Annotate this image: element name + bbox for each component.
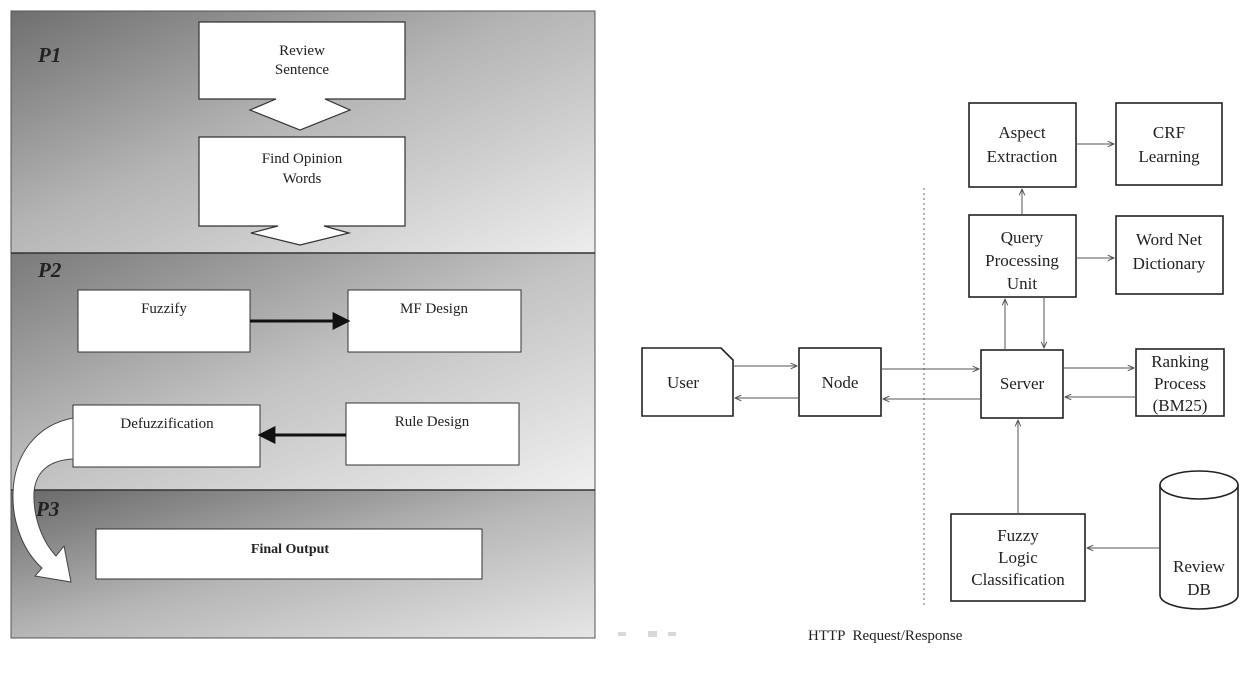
rule-design-label: Rule Design (395, 414, 470, 430)
final-output-box (95, 528, 483, 580)
curved-block-arrow (12, 417, 74, 583)
fuzzify-label: Fuzzify (141, 301, 187, 317)
ranking-line2: Process (1154, 374, 1206, 393)
ranking-line1: Ranking (1151, 352, 1209, 371)
fuzzy-line3: Classification (971, 570, 1065, 589)
mf-design-box (347, 289, 522, 353)
find-opinion-line2: Words (283, 171, 322, 187)
query-line2: Processing (985, 251, 1059, 270)
http-caption: HTTP Request/Response (808, 628, 963, 644)
crf-line1: CRF (1153, 123, 1185, 142)
final-output-label: Final Output (251, 542, 330, 557)
server-label: Server (1000, 374, 1045, 393)
fuzzy-line1: Fuzzy (997, 526, 1039, 545)
p2-label: P2 (37, 258, 62, 282)
defuzzification-label: Defuzzification (120, 416, 214, 432)
query-line1: Query (1001, 228, 1044, 247)
crf-learning-box (1115, 102, 1223, 186)
review-sentence-shape (198, 21, 406, 131)
node-label: Node (822, 373, 859, 392)
mf-design-label: MF Design (400, 301, 468, 317)
left-panel-frame (10, 10, 596, 639)
aspect-line2: Extraction (987, 147, 1058, 166)
review-sentence-line1: Review (279, 43, 325, 59)
user-box (641, 347, 734, 417)
wordnet-box (1115, 215, 1224, 295)
ranking-box (1135, 348, 1225, 417)
right-architecture: Aspect Extraction CRF Learning Query Pro… (641, 102, 1239, 644)
defuzzification-box (72, 404, 261, 468)
query-processing-box (968, 214, 1077, 298)
find-opinion-line1: Find Opinion (262, 151, 343, 167)
review-db-line2: DB (1187, 580, 1211, 599)
node-box (798, 347, 882, 417)
find-opinion-shape (198, 136, 406, 246)
crf-line2: Learning (1138, 147, 1200, 166)
ranking-line3: (BM25) (1153, 396, 1208, 415)
review-db-cylinder (1159, 470, 1239, 610)
fuzzy-logic-box (950, 513, 1086, 602)
fuzzify-box (77, 289, 251, 353)
review-db-line1: Review (1173, 557, 1226, 576)
fuzzy-line2: Logic (998, 548, 1038, 567)
query-line3: Unit (1007, 274, 1038, 293)
wordnet-line2: Dictionary (1133, 254, 1206, 273)
p3-label: P3 (35, 497, 59, 521)
server-box (980, 349, 1064, 419)
wordnet-line1: Word Net (1136, 230, 1202, 249)
rule-design-box (345, 402, 520, 466)
faint-marks (618, 631, 676, 637)
p1-label: P1 (37, 43, 61, 67)
aspect-extraction-box (968, 102, 1077, 188)
aspect-line1: Aspect (998, 123, 1045, 142)
left-flowchart: P1 P2 P3 Review Sentence Find Opinion Wo… (10, 10, 596, 639)
user-label: User (667, 373, 699, 392)
review-sentence-line2: Sentence (275, 62, 329, 78)
